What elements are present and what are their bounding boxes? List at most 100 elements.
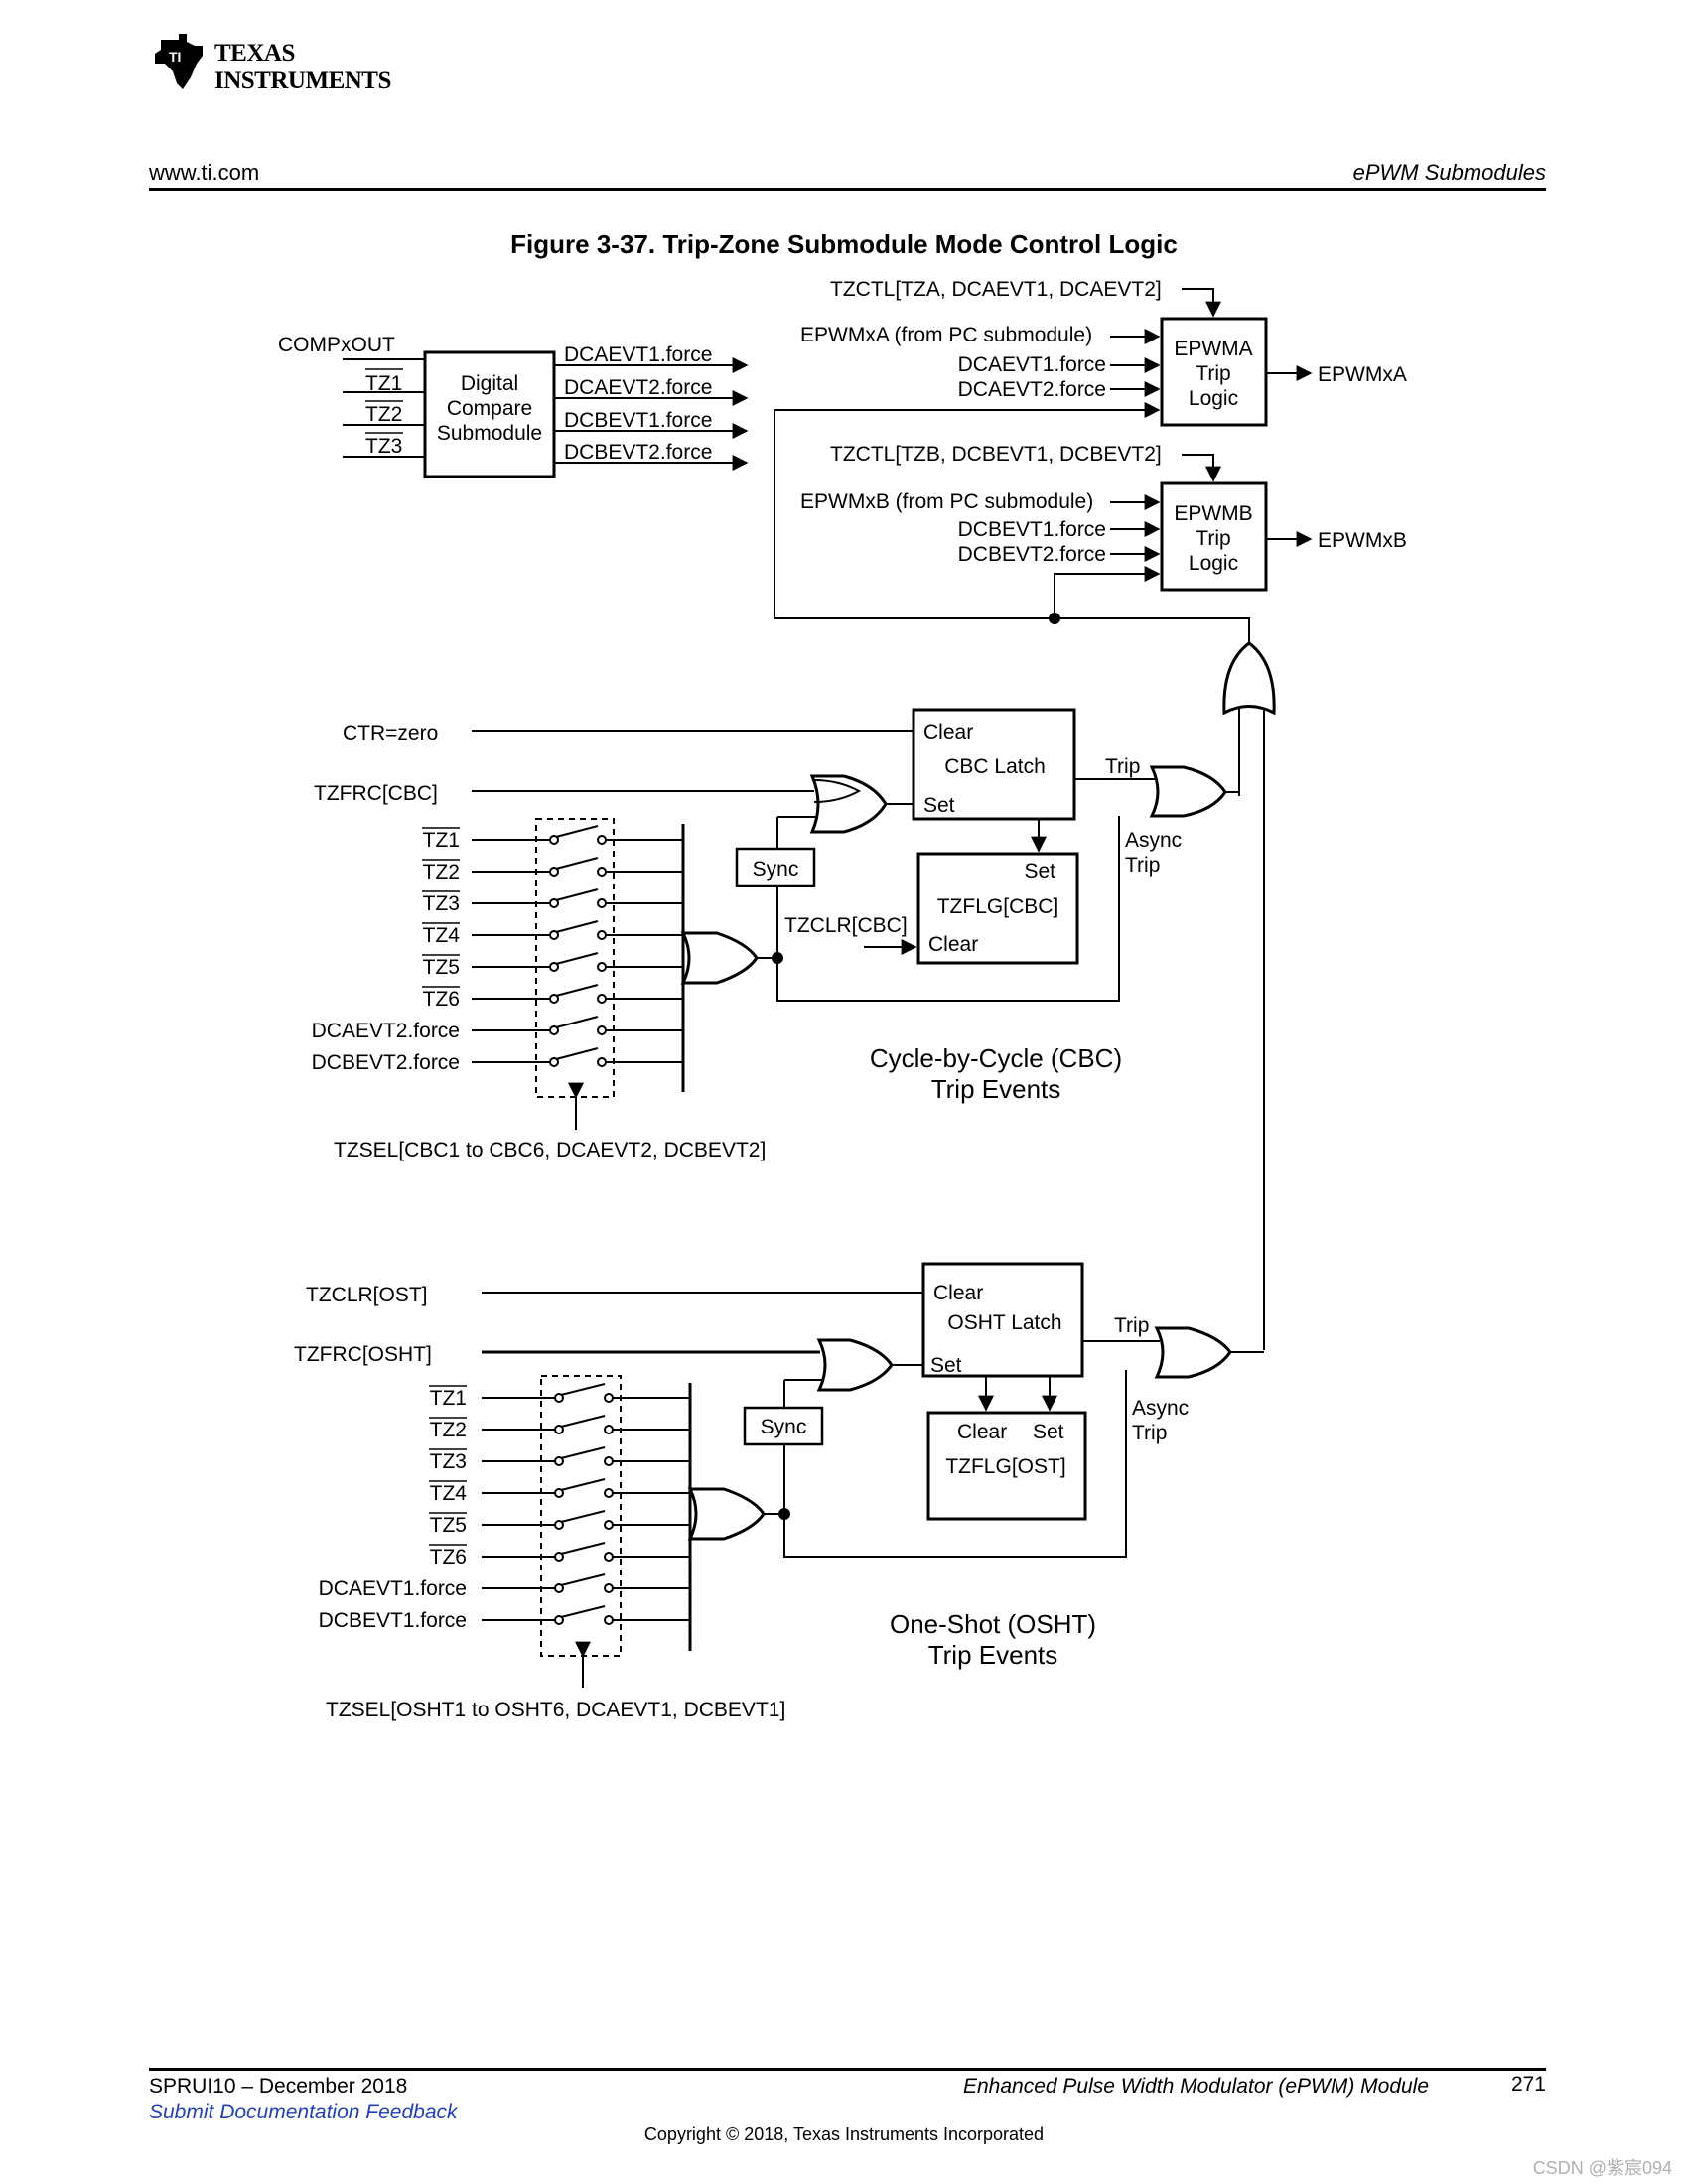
epwmb-box-line3: Logic <box>1189 552 1238 575</box>
cbc-tzsel-label: TZSEL[CBC1 to CBC6, DCAEVT2, DCBEVT2] <box>334 1139 766 1161</box>
osht-input-label: TZ3 <box>430 1450 467 1473</box>
cbc-sync-label: Sync <box>753 858 799 881</box>
osht-switch-blade <box>560 1478 606 1491</box>
osht-trip-or-gate <box>1154 1326 1232 1379</box>
osht-tzfrc-label: TZFRC[OSHT] <box>294 1343 432 1366</box>
cbc-input-label: TZ3 <box>423 892 460 915</box>
header-rule <box>149 188 1546 191</box>
dc-tz1-label: TZ1 <box>365 372 402 395</box>
epwma-in1-label: EPWMxA (from PC submodule) <box>800 324 1092 346</box>
osht-switch-blade <box>560 1605 606 1618</box>
osht-input-label: TZ5 <box>430 1514 467 1537</box>
cbc-switch-contact <box>597 1025 607 1035</box>
cbc-switch-contact <box>597 867 607 877</box>
osht-switch-blade <box>560 1573 606 1586</box>
cbc-switch-contact <box>549 930 559 940</box>
osht-latch-box <box>921 1262 1084 1378</box>
osht-input-label: DCAEVT1.force <box>319 1577 467 1600</box>
epwmb-box-line2: Trip <box>1196 527 1230 550</box>
epwma-in3-label: DCAEVT2.force <box>958 378 1106 401</box>
cbc-trip-or-gate <box>1149 765 1227 818</box>
cbc-input-label: DCBEVT2.force <box>312 1051 460 1074</box>
epwmb-in1-label: EPWMxB (from PC submodule) <box>800 490 1093 513</box>
cbc-switch-contact <box>597 994 607 1004</box>
cbc-switch-blade <box>555 1047 599 1060</box>
osht-tzsel-label: TZSEL[OSHT1 to OSHT6, DCAEVT1, DCBEVT1] <box>326 1699 785 1721</box>
osht-switch-contact <box>604 1425 614 1434</box>
osht-switch-contact <box>604 1552 614 1562</box>
footer-rule <box>149 2068 1546 2071</box>
page-number: 271 <box>1510 2073 1546 2096</box>
epwma-box-line2: Trip <box>1196 362 1230 385</box>
osht-latch-set: Set <box>930 1354 962 1377</box>
final-or-gate <box>1222 641 1276 716</box>
cbc-tzfrc-label: TZFRC[CBC] <box>314 782 438 805</box>
cbc-switch-blade <box>555 1016 599 1028</box>
epwma-out-label: EPWMxA <box>1318 363 1407 386</box>
osht-switch-contact <box>554 1520 564 1530</box>
cbc-switch-contact <box>549 867 559 877</box>
dc-box-line1: Digital <box>461 372 518 395</box>
cbc-force-or-gate <box>809 774 888 834</box>
cbc-latch-box <box>912 708 1076 821</box>
osht-switch-contact <box>604 1393 614 1403</box>
logo-line2: INSTRUMENTS <box>214 68 391 94</box>
osht-tzclr-label: TZCLR[OST] <box>306 1284 428 1306</box>
cbc-latch-set: Set <box>923 794 955 817</box>
osht-switch-contact <box>604 1520 614 1530</box>
dc-tz3-label: TZ3 <box>365 435 402 458</box>
cbc-switch-contact <box>597 898 607 908</box>
website-link[interactable]: www.ti.com <box>149 160 260 185</box>
osht-flag-name: TZFLG[OST] <box>945 1455 1065 1478</box>
cbc-switch-blade <box>555 984 599 997</box>
dc-tz2-label: TZ2 <box>365 403 402 426</box>
osht-switch-blade <box>560 1542 606 1555</box>
cbc-switch-contact <box>549 835 559 845</box>
epwmb-trip-logic-box <box>1160 481 1268 592</box>
cbc-switch-contact <box>549 994 559 1004</box>
cbc-switch-contact <box>549 1057 559 1067</box>
cbc-flag-clear: Clear <box>928 933 978 956</box>
cbc-caption-line2: Trip Events <box>931 1074 1061 1104</box>
osht-force-or-gate <box>816 1338 894 1392</box>
osht-switch-contact <box>604 1488 614 1498</box>
epwmb-in2-label: DCBEVT1.force <box>958 518 1106 541</box>
cbc-input-label: TZ2 <box>423 861 460 884</box>
osht-switch-contact <box>554 1456 564 1466</box>
osht-input-label: TZ4 <box>430 1482 468 1505</box>
osht-switch-contact <box>554 1425 564 1434</box>
epwmb-out-label: EPWMxB <box>1318 529 1407 552</box>
cbc-switch-blade <box>555 952 599 965</box>
cbc-switch-contact <box>549 962 559 972</box>
dc-out-dcaevt1: DCAEVT1.force <box>564 343 712 366</box>
cbc-flag-name: TZFLG[CBC] <box>937 895 1059 918</box>
dc-out-dcaevt2: DCAEVT2.force <box>564 376 712 399</box>
doc-id: SPRUI10 – December 2018 <box>149 2075 408 2098</box>
epwma-in2-label: DCAEVT1.force <box>958 353 1106 376</box>
osht-input-or-gate <box>687 1487 766 1541</box>
compxout-label: COMPxOUT <box>278 334 395 356</box>
osht-switch-contact <box>554 1488 564 1498</box>
osht-switch-contact <box>604 1583 614 1593</box>
osht-input-label: TZ1 <box>430 1387 467 1410</box>
osht-flag-box <box>926 1411 1087 1521</box>
dc-out-dcbevt1: DCBEVT1.force <box>564 409 712 432</box>
figure-title: Figure 3-37. Trip-Zone Submodule Mode Co… <box>510 229 1178 259</box>
osht-sync-label: Sync <box>761 1416 807 1438</box>
svg-text:TI: TI <box>169 49 181 65</box>
dc-out-dcbevt2: DCBEVT2.force <box>564 441 712 464</box>
cbc-tzclr-label: TZCLR[CBC] <box>784 914 908 937</box>
osht-switch-blade <box>560 1415 606 1428</box>
osht-switch-contact <box>604 1456 614 1466</box>
osht-input-label: DCBEVT1.force <box>319 1609 467 1632</box>
cbc-latch-name: CBC Latch <box>944 755 1046 778</box>
cbc-latch-clear: Clear <box>923 721 973 744</box>
osht-caption-line1: One-Shot (OSHT) <box>890 1609 1096 1639</box>
osht-async-label: Async <box>1132 1397 1189 1420</box>
dc-box-line3: Submodule <box>437 422 542 445</box>
cbc-switch-contact <box>549 898 559 908</box>
osht-switch-blade <box>560 1383 606 1396</box>
feedback-link[interactable]: Submit Documentation Feedback <box>149 2101 458 2123</box>
osht-switch-blade <box>560 1446 606 1459</box>
